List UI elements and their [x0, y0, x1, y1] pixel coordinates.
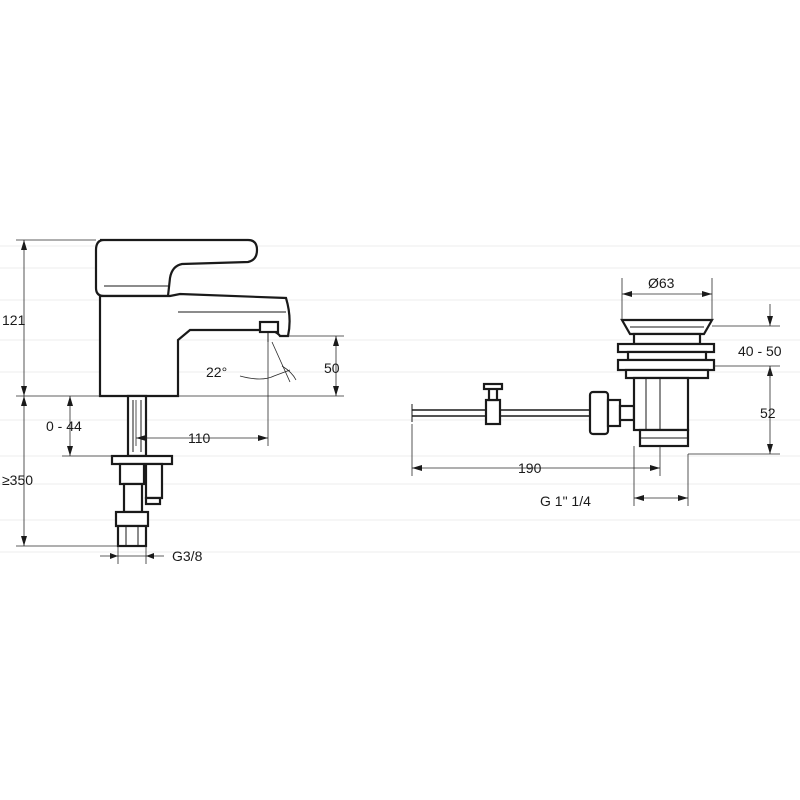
hose-nut — [114, 510, 150, 528]
dim-diameter: Ø63 — [648, 275, 675, 291]
dim-connection: G3/8 — [172, 548, 203, 564]
faucet-handle — [94, 238, 259, 298]
faucet-shank — [126, 394, 148, 458]
dim-spout-angle: 22° — [206, 364, 227, 380]
pivot-nut — [588, 390, 610, 436]
dim-body-height: 52 — [760, 405, 776, 421]
faucet-body — [98, 292, 291, 398]
dim-deck-thickness: 0 - 44 — [46, 418, 82, 434]
dim-hose-length: ≥350 — [2, 472, 33, 488]
dim-thread: G 1" 1/4 — [540, 493, 591, 509]
waste-dimensions — [411, 278, 780, 506]
dim-total-height: 121 — [2, 312, 26, 328]
waste-drawing — [411, 318, 716, 448]
dim-basin-thickness: 40 - 50 — [738, 343, 782, 359]
faucet-drawing — [94, 238, 291, 548]
dim-spout-reach: 110 — [188, 430, 211, 446]
dim-rod-length: 190 — [518, 460, 542, 476]
drain-body — [632, 376, 690, 432]
waste-labels: Ø63 40 - 50 52 190 G 1" 1/4 — [518, 275, 782, 509]
dim-spout-height: 50 — [324, 360, 340, 376]
faucet-labels: 121 50 22° 110 0 - 44 ≥350 G3/8 — [2, 312, 340, 564]
faucet-dimensions — [16, 239, 344, 564]
rod-clamp — [484, 398, 502, 426]
